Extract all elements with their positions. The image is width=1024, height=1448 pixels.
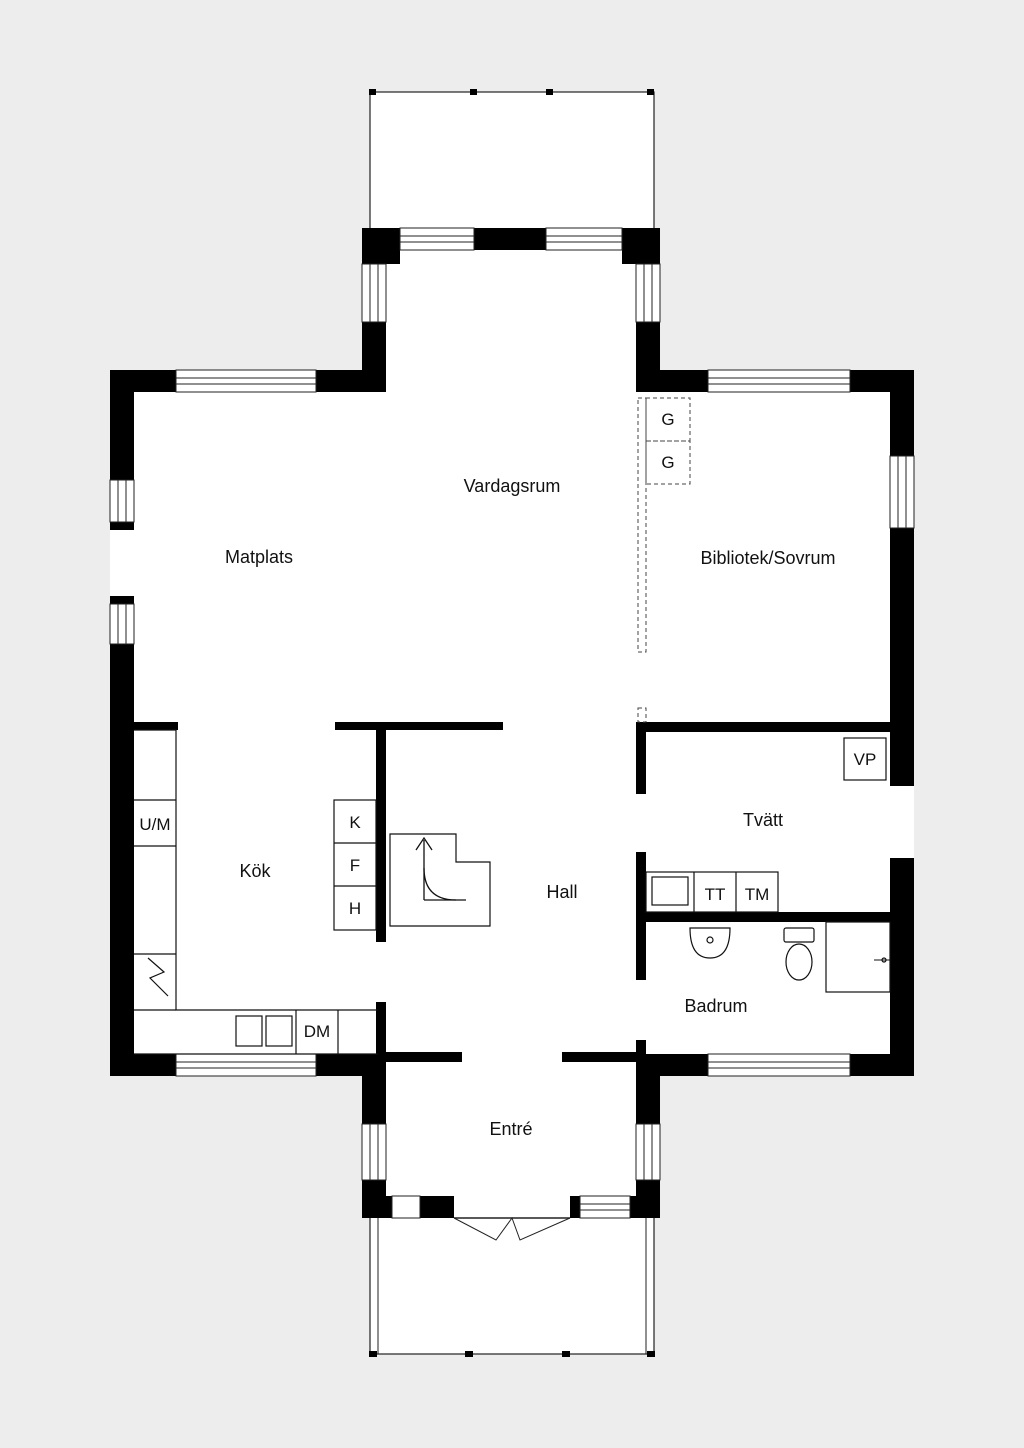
- room-label-matplats: Matplats: [225, 547, 293, 567]
- dryer-label: TT: [705, 885, 726, 904]
- room-label-vardagsrum: Vardagsrum: [464, 476, 561, 496]
- oven-microwave-label: U/M: [139, 815, 170, 834]
- laundry-fixtures: [645, 737, 887, 913]
- dishwasher-label: DM: [304, 1022, 330, 1041]
- room-label-badrum: Badrum: [684, 996, 747, 1016]
- room-label-entre: Entré: [489, 1119, 532, 1139]
- front-porch: [369, 1215, 655, 1357]
- wardrobe-label-1: G: [661, 410, 674, 429]
- exterior-walls: [110, 228, 914, 1218]
- bathroom-fixtures: [689, 921, 891, 993]
- fridge-label: K: [349, 813, 361, 832]
- room-label-kok: Kök: [239, 861, 271, 881]
- interior-walls: [134, 345, 914, 1076]
- cabinet-label: H: [349, 899, 361, 918]
- room-label-hall: Hall: [546, 882, 577, 902]
- staircase: [389, 833, 491, 927]
- wardrobes: [645, 397, 691, 485]
- windows: [109, 227, 915, 1219]
- rear-porch: [369, 89, 655, 231]
- sliding-partition: [637, 397, 647, 723]
- kitchen-counters: [134, 729, 378, 1055]
- washer-label: TM: [745, 885, 770, 904]
- room-label-bibliotek: Bibliotek/Sovrum: [700, 548, 835, 568]
- room-label-tvatt: Tvätt: [743, 810, 783, 830]
- freezer-label: F: [350, 856, 360, 875]
- water-heater-label: VP: [854, 750, 877, 769]
- entry-door: [453, 1216, 571, 1241]
- kfh-column: [333, 799, 377, 931]
- wardrobe-label-2: G: [661, 453, 674, 472]
